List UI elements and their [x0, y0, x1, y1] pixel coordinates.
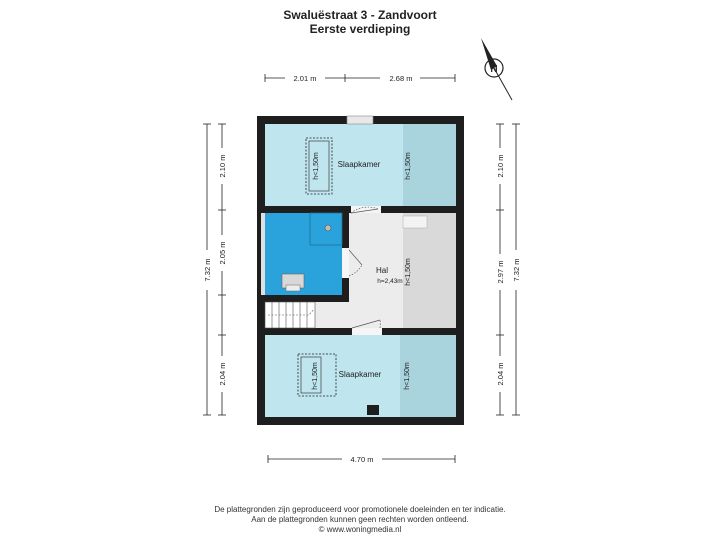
footer-disclaimer-2: Aan de plattegronden kunnen geen rechten…	[251, 515, 469, 524]
hall-height-low: h<1,50m	[405, 258, 412, 286]
bottom-bedroom-height-right: h<1,50m	[404, 362, 411, 390]
dim-right-middle: 2.97 m	[496, 261, 505, 284]
dim-right-lower: 2.04 m	[496, 363, 505, 386]
door-top-bedroom	[350, 206, 381, 214]
window-bathroom	[261, 213, 265, 295]
address-title: Swaluëstraat 3 - Zandvoort	[283, 8, 437, 22]
copyright-icon: ©	[318, 525, 327, 534]
dim-top-left: 2.01 m	[294, 74, 317, 83]
floor-title: Eerste verdieping	[309, 22, 411, 36]
top-bedroom-height-right: h<1,50m	[405, 152, 412, 180]
window-top	[346, 115, 374, 125]
dim-left-lower: 2.04 m	[218, 363, 227, 386]
footer-website: © www.woningmedia.nl	[0, 524, 720, 535]
bottom-bedroom-label: Slaapkamer	[339, 370, 382, 379]
shower-tray	[309, 212, 343, 246]
dim-left-upper: 2.10 m	[218, 155, 227, 178]
hall-height: h=2,43m	[377, 278, 402, 285]
dim-right-upper: 2.10 m	[496, 155, 505, 178]
top-bedroom-low-zone	[403, 124, 456, 206]
dim-left-middle: 2.05 m	[218, 242, 227, 265]
top-bedroom-height-left: h<1,50m	[313, 152, 320, 180]
dim-bottom: 4.70 m	[351, 455, 374, 464]
skylight-top	[305, 137, 333, 195]
dim-left-total: 7.32 m	[203, 259, 212, 282]
footer-disclaimer-1: De plattegronden zijn geproduceerd voor …	[214, 505, 506, 514]
compass-label: N	[490, 64, 497, 75]
bottom-bedroom-height-left: h<1,50m	[312, 362, 319, 390]
staircase	[264, 301, 316, 329]
skylight-bottom	[297, 353, 337, 397]
top-bedroom-label: Slaapkamer	[338, 160, 381, 169]
door-bottom-bedroom	[351, 319, 382, 335]
dim-right-total: 7.32 m	[512, 259, 521, 282]
compass-north-icon: N	[481, 38, 513, 101]
hall-label: Hal	[376, 266, 388, 275]
bottom-bedroom-low-zone	[400, 335, 456, 417]
chimney	[367, 405, 379, 415]
dim-top-right: 2.68 m	[390, 74, 413, 83]
hall-low-zone	[403, 213, 456, 328]
hall-cabinet	[402, 215, 428, 229]
footer-website-link[interactable]: www.woningmedia.nl	[326, 525, 402, 534]
door-bathroom	[342, 248, 363, 278]
shower-drain-icon	[324, 224, 332, 232]
